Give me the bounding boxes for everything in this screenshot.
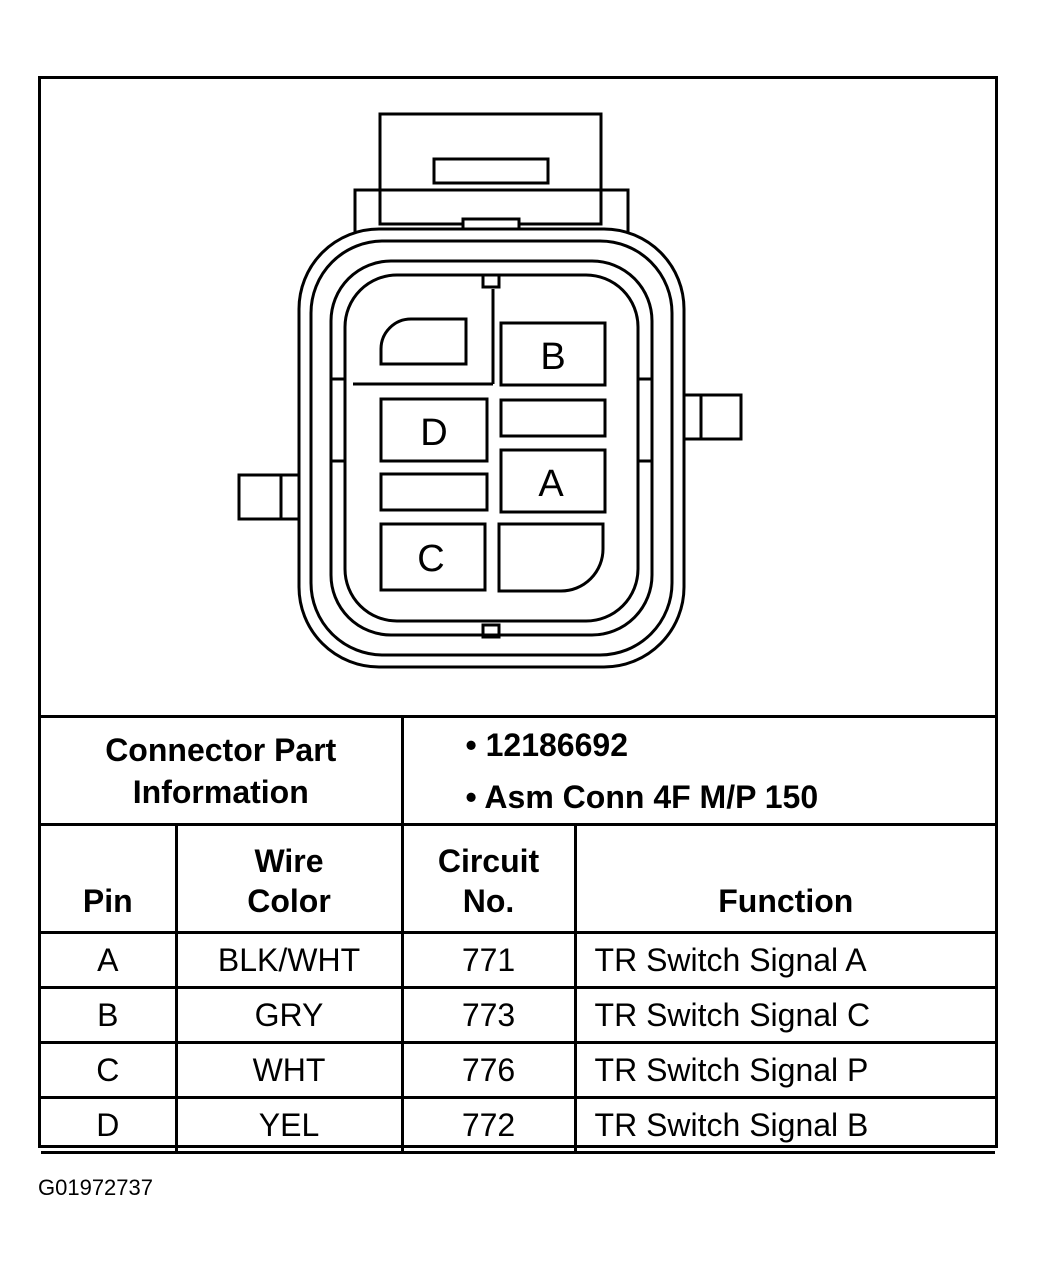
cavity-label-c: C bbox=[417, 538, 444, 580]
part-description: • Asm Conn 4F M/P 150 bbox=[465, 778, 819, 815]
circuit-cell: 776 bbox=[400, 1041, 577, 1099]
figure-id: G01972737 bbox=[38, 1175, 153, 1200]
pin-cell: B bbox=[41, 986, 178, 1044]
connector-diagram: B D A C bbox=[41, 79, 995, 715]
cavity-d bbox=[379, 397, 489, 463]
header-function: Function bbox=[573, 823, 996, 934]
wire-color-cell: GRY bbox=[174, 986, 404, 1044]
connector-info-table: Connector Part Information • 12186692 • … bbox=[41, 715, 996, 1154]
cavity-blank-right bbox=[499, 398, 607, 438]
right-side-tab bbox=[679, 393, 743, 441]
header-row: Pin Wire Color Circuit No. Function bbox=[41, 823, 996, 934]
function-cell: TR Switch Signal B bbox=[573, 1096, 996, 1154]
header-pin: Pin bbox=[41, 823, 178, 934]
housing-outer-2 bbox=[309, 239, 674, 657]
circuit-cell: 771 bbox=[400, 931, 577, 989]
pin-cell: C bbox=[41, 1041, 178, 1099]
top-key bbox=[481, 273, 501, 289]
cavity-a bbox=[499, 448, 607, 514]
wire-color-cell: WHT bbox=[174, 1041, 404, 1099]
part-info-label-line1: Connector Part bbox=[105, 731, 337, 768]
part-info-values: • 12186692 • Asm Conn 4F M/P 150 bbox=[400, 715, 996, 826]
bottom-key bbox=[481, 623, 501, 639]
function-cell: TR Switch Signal C bbox=[573, 986, 996, 1044]
table-row: D YEL 772 TR Switch Signal B bbox=[41, 1096, 996, 1154]
wire-color-cell: YEL bbox=[174, 1096, 404, 1154]
header-circuit-no: Circuit No. bbox=[400, 823, 577, 934]
wire-color-cell: BLK/WHT bbox=[174, 931, 404, 989]
cavity-blank-top-left bbox=[379, 317, 468, 366]
pin-cell: D bbox=[41, 1096, 178, 1154]
housing-outer bbox=[297, 227, 686, 669]
function-cell: TR Switch Signal P bbox=[573, 1041, 996, 1099]
cavity-blank-bottom-right bbox=[497, 522, 605, 593]
cavity-label-d: D bbox=[420, 412, 447, 454]
cavity-c bbox=[379, 522, 487, 592]
function-cell: TR Switch Signal A bbox=[573, 931, 996, 989]
part-number: • 12186692 bbox=[465, 726, 628, 763]
header-wire-color: Wire Color bbox=[174, 823, 404, 934]
table-row: A BLK/WHT 771 TR Switch Signal A bbox=[41, 931, 996, 989]
left-side-tab bbox=[237, 473, 303, 521]
table-row: C WHT 776 TR Switch Signal P bbox=[41, 1041, 996, 1099]
diagram-frame: B D A C Connector Part Information • 121… bbox=[38, 76, 998, 1154]
part-info-label-line2: Information bbox=[132, 773, 309, 810]
pin-cell: A bbox=[41, 931, 178, 989]
connector-drawing: B D A C bbox=[237, 112, 743, 669]
circuit-cell: 773 bbox=[400, 986, 577, 1044]
part-info-row: Connector Part Information • 12186692 • … bbox=[41, 715, 996, 826]
cavity-label-b: B bbox=[540, 336, 565, 378]
circuit-cell: 772 bbox=[400, 1096, 577, 1154]
top-latch bbox=[378, 112, 603, 226]
cavity-label-a: A bbox=[538, 463, 564, 505]
part-info-label: Connector Part Information bbox=[41, 715, 404, 826]
housing-inner bbox=[329, 259, 654, 637]
latch-slot bbox=[432, 157, 550, 185]
cavity-blank-left bbox=[379, 472, 489, 512]
cavity-b bbox=[499, 321, 607, 387]
table-row: B GRY 773 TR Switch Signal C bbox=[41, 986, 996, 1044]
